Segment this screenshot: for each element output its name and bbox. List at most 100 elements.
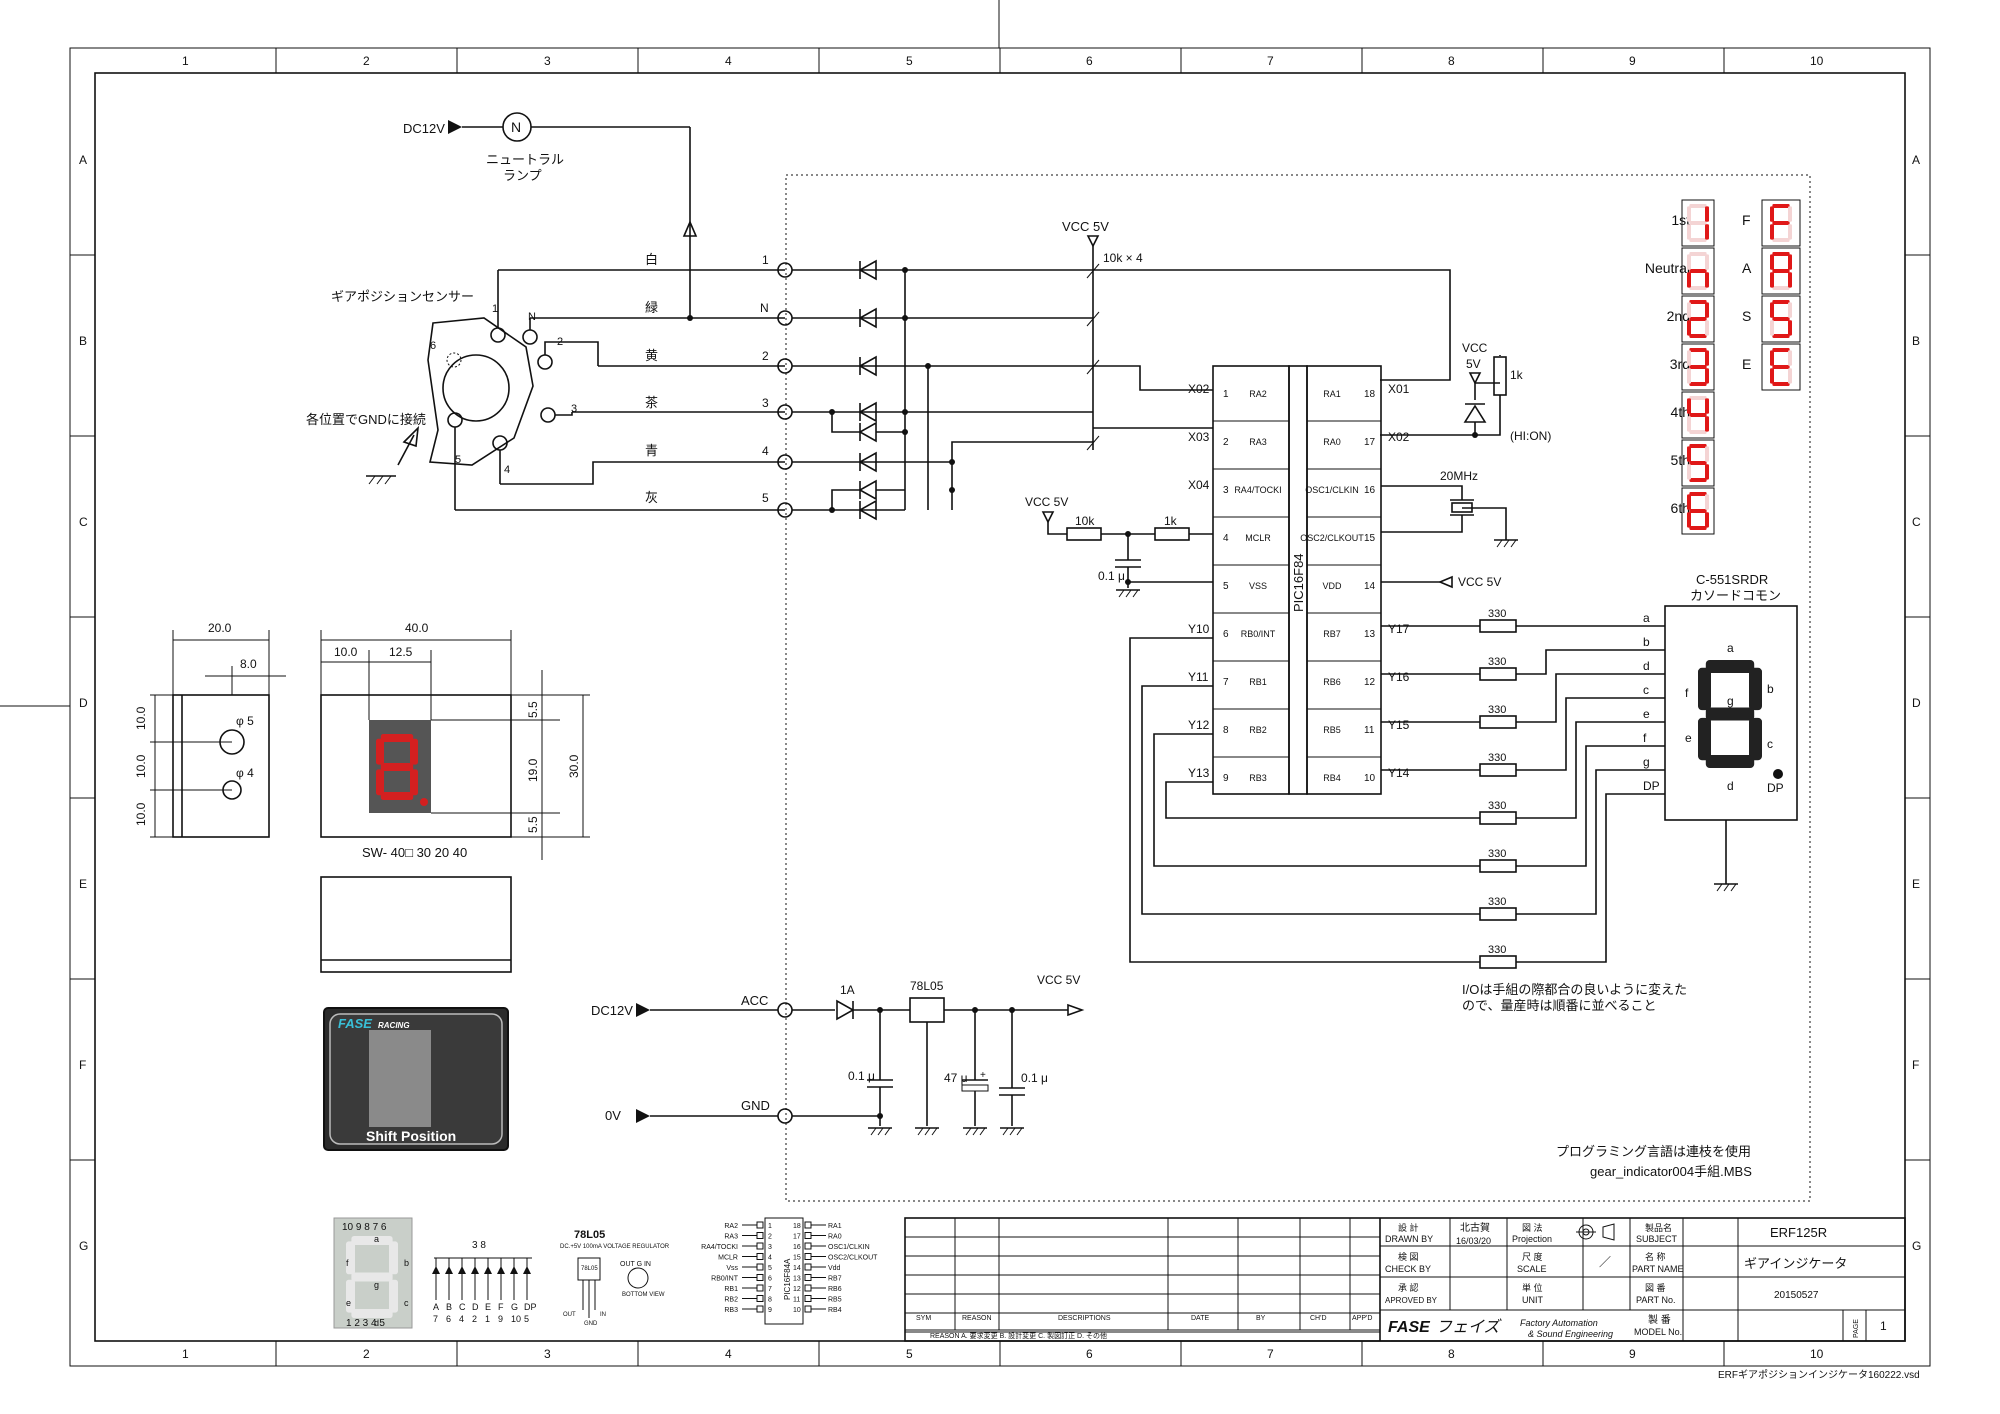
thumb-diode-pin: 5 [524,1314,529,1324]
dimension-drawings: 20.0 8.0 10.0 10.0 10.0 φ 5 φ 4 40.0 10.… [134,621,590,973]
svg-text:47 μ: 47 μ [944,1071,968,1085]
diode-matrix [792,259,955,521]
svg-text:1k: 1k [1510,368,1524,382]
mcu-pin-name: RB5 [1323,725,1341,735]
segment-pin-label: f [1643,731,1647,745]
svg-text:緑: 緑 [645,300,658,315]
mcu-pin-name: RA3 [1249,437,1267,447]
mcu-pin-name: RB1 [1249,677,1267,687]
fase-glyph-E [1761,343,1801,391]
thumb-pic-pin: RB5 [828,1297,842,1304]
row-label-left: B [79,334,87,348]
seg-resistor-label: 330 [1488,656,1506,668]
svg-text:VCC 5V: VCC 5V [1025,495,1068,509]
page-label: PAGE [1853,1319,1860,1338]
col-label-top: 9 [1629,54,1636,68]
svg-text:ニュートラル: ニュートラル [486,152,564,167]
svg-text:N: N [528,311,536,323]
svg-text:Shift Position: Shift Position [366,1128,456,1144]
scale-label-jp: 尺 度 [1522,1251,1543,1262]
thumb-pic-num: 13 [793,1276,801,1283]
projection-label-jp: 図 法 [1522,1222,1543,1233]
row-label-right: F [1912,1058,1919,1072]
thumb-pic-num: 16 [793,1244,801,1251]
model-label-jp: 製 番 [1648,1313,1671,1326]
svg-text:茶: 茶 [645,395,658,410]
mcu-pin-num: 4 [1223,533,1229,544]
subject-label-jp: 製品名 [1645,1222,1672,1233]
thumb-seg-letter: e [346,1298,351,1308]
seg-resistor-label: 330 [1488,608,1506,620]
svg-text:5: 5 [455,454,461,466]
thumb-seg-letter: d [374,1318,379,1328]
mcu-pin-num: 13 [1364,629,1376,640]
gear-label: Neutral [1645,260,1690,276]
mcu-pin-name: RB6 [1323,677,1341,687]
svg-text:4: 4 [504,464,510,476]
svg-text:78L05: 78L05 [581,1266,598,1272]
mcu-pin-num: 8 [1223,725,1229,736]
revision-header: REASON [962,1315,992,1322]
thumb-pic-pin: RA1 [828,1223,842,1230]
sensor-wires: 白 緑 黄 茶 青 灰 1 N 2 3 4 5 [455,252,793,518]
col-label-bottom: 4 [725,1347,732,1361]
col-label-top: 1 [182,54,189,68]
part-no-value: 20150527 [1774,1290,1819,1301]
fase-label: F [1742,212,1751,228]
svg-text:N: N [760,301,769,315]
mcu-net-right: X01 [1388,382,1410,396]
mcu-pin-num: 7 [1223,677,1229,688]
col-label-top: 6 [1086,54,1093,68]
mcu-pin-name: RB3 [1249,773,1267,783]
mcu-pin-name: RB7 [1323,629,1341,639]
unit-label-en: UNIT [1522,1295,1543,1305]
mcu-pin-name: OSC2/CLKOUT [1300,533,1364,543]
segment-pin-label: e [1643,707,1650,721]
thumb-diode-pin: 4 [459,1314,464,1324]
svg-text:IN: IN [600,1312,606,1318]
mcu-net-right: Y15 [1388,718,1410,732]
gear-glyph-2 [1681,295,1715,343]
mcu-pin-num: 6 [1223,629,1229,640]
col-label-bottom: 2 [363,1347,370,1361]
thumb-diode-pin: 9 [498,1314,503,1324]
col-label-bottom: 10 [1810,1347,1824,1361]
col-label-top: 2 [363,54,370,68]
prog-note-2: gear_indicator004手組.MBS [1590,1164,1752,1179]
drawn-label-jp: 設 計 [1398,1222,1419,1233]
thumb-diode-letter: B [446,1302,452,1312]
mcu-pin-name: RA2 [1249,389,1267,399]
mcu-pin-num: 5 [1223,581,1229,592]
mcu-net-left: Y12 [1188,718,1210,732]
svg-text:0V: 0V [605,1108,621,1123]
mcu-pin-name: MCLR [1245,533,1271,543]
mcu-net-right: Y16 [1388,670,1410,684]
mcu-net-right: X02 [1388,430,1410,444]
thumb-pic-pin: Vdd [828,1265,841,1272]
svg-text:f: f [1685,686,1689,700]
mcu-pin-name: RB4 [1323,773,1341,783]
segment-pin-label: g [1643,755,1650,769]
svg-text:10.0: 10.0 [134,706,148,730]
seg-resistor-label: 330 [1488,944,1506,956]
gear-label: 1st [1671,212,1690,228]
thumb-pic-num: 12 [793,1286,801,1293]
row-label-right: C [1912,515,1921,529]
drawn-by-value: 北古賀 [1460,1221,1490,1234]
mcu-name: PIC16F84 [1291,553,1306,612]
svg-text:10.0: 10.0 [134,802,148,826]
svg-text:GND: GND [741,1098,770,1113]
thumb-pic-pin: OSC1/CLKIN [828,1244,870,1251]
thumb-pic-num: 3 [768,1244,772,1251]
segment-pin-label: a [1643,611,1650,625]
col-label-top: 5 [906,54,913,68]
crystal-oscillator: 20MHz VCC 5V [1381,469,1518,589]
company-logo: FASE [1388,1319,1431,1336]
thumb-seg-letter: b [404,1258,409,1268]
mcu-net-left: X04 [1188,478,1210,492]
thumb-pic-num: 8 [768,1297,772,1304]
gear-label: 2nd [1667,308,1690,324]
seg-resistor-label: 330 [1488,800,1506,812]
svg-text:OUT G IN: OUT G IN [620,1261,651,1268]
